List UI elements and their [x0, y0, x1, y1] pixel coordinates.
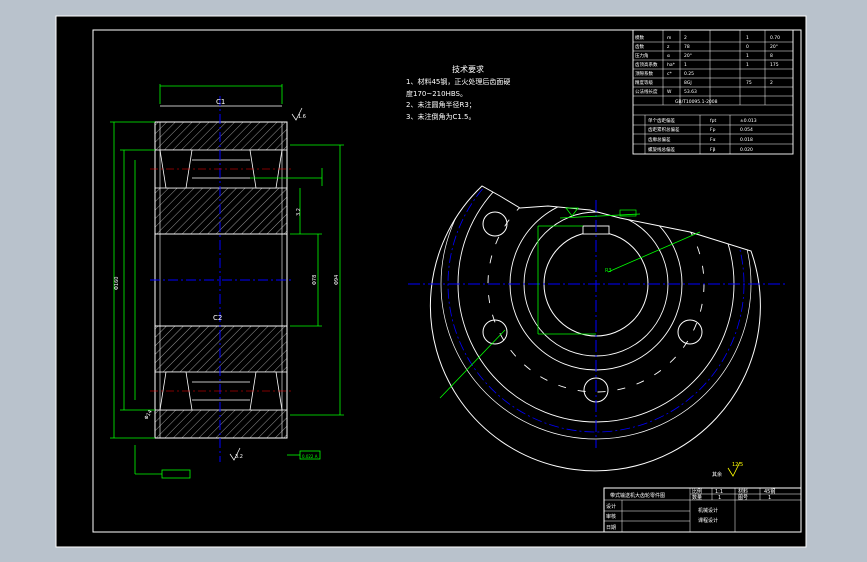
tech-line-3: 2、未注圆角半径R3；	[406, 100, 476, 109]
param-right-3a: 1	[746, 53, 749, 59]
roughness-note: 其余 12.5	[712, 461, 743, 478]
dim-right-3: 3.2	[296, 208, 302, 216]
param-row-4-name: 齿顶高系数	[635, 61, 658, 68]
keyway-radius-label: R3	[605, 268, 612, 274]
param-row-2-val: 78	[684, 44, 690, 50]
web-hole-1	[482, 211, 508, 237]
param-row-2-name: 齿数	[635, 43, 644, 50]
chamfer-mid-label: C2	[213, 314, 222, 322]
param-row-7-sym: W	[667, 89, 672, 95]
title-block: 带式输送机大齿轮零件图 比例 1:1 数量 1 材料 45钢 图号 1 设计 审…	[603, 487, 802, 533]
front-view: R3	[408, 185, 786, 472]
tol-row-1-sym: fpt	[710, 118, 716, 124]
tolerance-box	[299, 450, 321, 460]
param-right-1a: 1	[746, 35, 749, 41]
roughness-symbol-icon	[727, 461, 741, 477]
dim-left-1: Φ160	[114, 277, 120, 290]
param-row-2-sym: z	[667, 45, 670, 50]
param-row-5-sym: c*	[667, 71, 672, 77]
date-label: 日期	[606, 525, 616, 531]
param-row-1-val: 2	[684, 35, 687, 41]
tolerance-text: 0.022 A	[302, 454, 318, 459]
dim-left-2: Φ14	[144, 409, 154, 421]
finish-bottom-label: 3.2	[235, 454, 243, 460]
param-row-5-name: 顶隙系数	[635, 70, 653, 77]
tol-row-1-val: ±0.013	[740, 118, 757, 124]
tol-row-1-name: 单个齿距偏差	[648, 117, 675, 124]
drawing-frame	[92, 29, 802, 533]
scale-value: 1:1	[715, 489, 723, 495]
tech-title: 技术要求	[452, 64, 484, 74]
datum-box	[161, 469, 191, 479]
param-row-7-val: 53.63	[684, 89, 697, 95]
dim-right-1: Φ78	[312, 275, 318, 285]
param-row-3-name: 压力角	[635, 52, 649, 59]
param-right-5b: 2	[770, 80, 773, 86]
school-line-1: 机械设计	[698, 507, 718, 514]
param-right-1b: 0.70	[770, 35, 780, 41]
finish-right-label: 1.6	[298, 114, 306, 120]
tol-row-3-sym: Fα	[710, 137, 716, 143]
school-line-2: 课程设计	[698, 517, 718, 524]
web-hole-2	[482, 319, 508, 345]
dim-right-2: Φ94	[334, 275, 340, 285]
tol-row-2-sym: Fp	[710, 127, 716, 133]
hatch-bottom-rim	[154, 409, 288, 439]
param-right-5a: 75	[746, 80, 752, 86]
design-label: 设计	[606, 503, 616, 510]
param-row-6-val: 8GJ	[684, 80, 692, 86]
param-right-4b: 175	[770, 62, 779, 68]
param-row-6-name: 精度等级	[635, 79, 653, 86]
tol-row-4-val: 0.020	[740, 147, 753, 153]
param-row-3-sym: α	[667, 54, 670, 59]
tol-row-4-name: 螺旋线总偏差	[648, 146, 675, 153]
param-row-4-val: 1	[684, 62, 687, 68]
material-label: 材料	[738, 488, 748, 495]
tech-line-4: 3、未注倒角为C1.5。	[406, 112, 475, 121]
scale-label: 比例	[692, 488, 702, 495]
tech-line-1: 1、材料45钢，正火处理后齿面硬	[406, 77, 510, 86]
param-row-7-name: 公法线长度	[635, 88, 658, 95]
param-footer: GB/T10095.1-2008	[675, 99, 718, 105]
paper-sheet	[55, 15, 807, 548]
check-label: 审核	[606, 513, 616, 520]
param-right-3b: 8	[770, 53, 773, 59]
tol-row-2-name: 齿距累积总偏差	[648, 126, 680, 133]
gear-outer-profile	[429, 185, 761, 472]
qty-label: 数量	[692, 494, 702, 501]
tech-line-2: 度170~210HBS。	[406, 89, 467, 98]
hatch-bottom-web	[154, 325, 288, 373]
tol-row-4-sym: Fβ	[710, 147, 716, 153]
web-hole-4	[677, 319, 703, 345]
hatch-top-web	[154, 187, 288, 235]
drawing-name: 带式输送机大齿轮零件图	[610, 492, 665, 499]
param-row-3-val: 20°	[684, 53, 692, 59]
chamfer-top-label: C1	[216, 98, 225, 106]
roughness-value: 12.5	[732, 462, 743, 468]
gear-parameter-table: 模数 m 2 齿数 z 78 压力角 α 20° 齿顶高系数 ha* 1 顶隙系…	[632, 29, 794, 155]
param-right-4a: 1	[746, 62, 749, 68]
param-row-1-sym: m	[667, 36, 671, 41]
param-row-4-sym: ha*	[667, 62, 676, 68]
material-value: 45钢	[764, 488, 775, 495]
tol-row-3-name: 齿廓总偏差	[648, 136, 671, 143]
tol-row-2-val: 0.054	[740, 127, 753, 133]
sheet-value: 1	[768, 495, 771, 501]
technical-requirements: 技术要求 1、材料45钢，正火处理后齿面硬 度170~210HBS。 2、未注圆…	[406, 64, 510, 121]
param-right-2a: 0	[746, 44, 749, 50]
tol-row-3-val: 0.018	[740, 137, 753, 143]
section-view: 0.022 A C1 C2 1.6 3.2 Φ160 Φ14 Φ78 Φ94 3…	[110, 84, 344, 479]
hatch-top-rim	[154, 121, 288, 151]
sheet-label: 图号	[738, 495, 748, 501]
param-row-5-val: 0.25	[684, 71, 694, 77]
param-right-2b: 20°	[770, 44, 778, 50]
qty-value: 1	[718, 495, 721, 501]
roughness-other-label: 其余	[712, 471, 722, 478]
param-row-1-name: 模数	[635, 34, 644, 41]
